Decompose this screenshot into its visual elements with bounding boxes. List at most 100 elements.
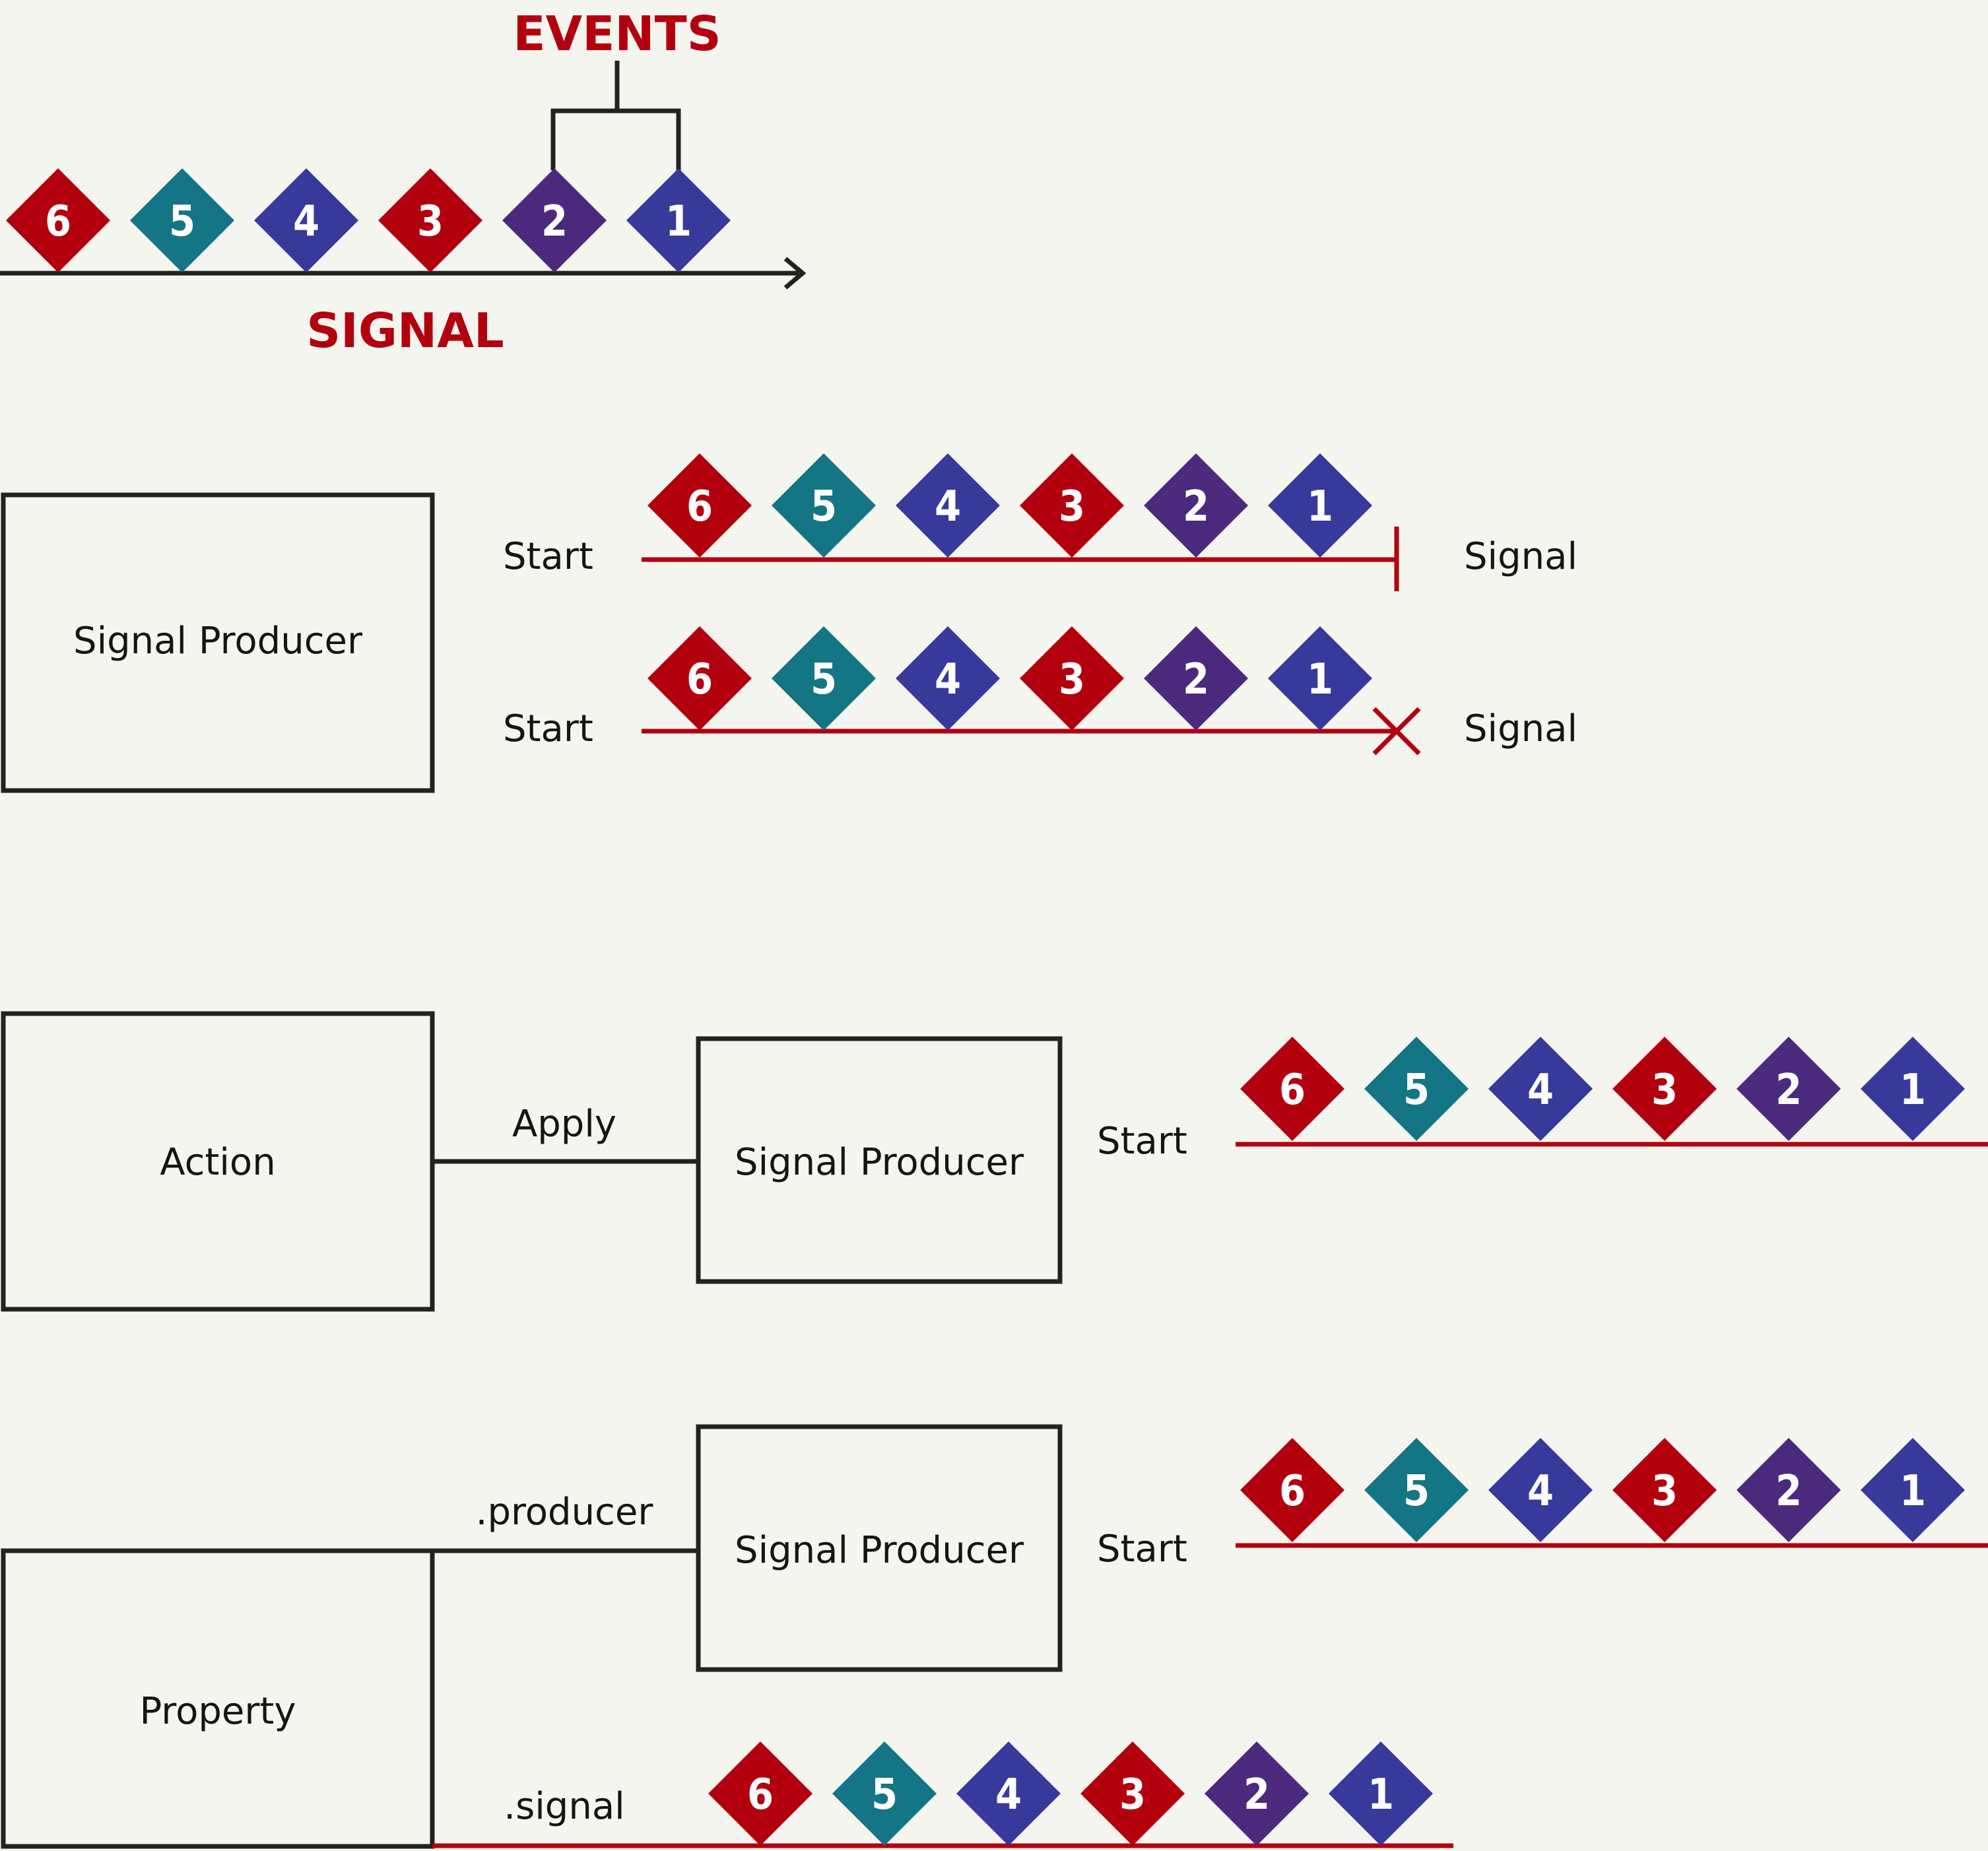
- property-box[interactable]: [1, 1548, 435, 1849]
- property-section: Property .producer Signal Producer Start…: [1, 1424, 1988, 1849]
- property-signal-producer-box[interactable]: [696, 1424, 1063, 1672]
- property-signal-events: 6 5 4 3 2 1: [708, 1741, 1433, 1846]
- event-diamond: [956, 1741, 1061, 1846]
- producer-connector-label: .producer: [476, 1491, 654, 1534]
- start-label-completed: Start: [503, 535, 593, 578]
- event-1: 1: [1329, 1741, 1433, 1846]
- event-5: 5: [1364, 1438, 1469, 1542]
- event-number: 3: [417, 197, 444, 246]
- property-producer-events: 6 5 4 3 2 1: [1240, 1438, 1965, 1542]
- event-number: 3: [1059, 655, 1085, 704]
- event-diamond: [1612, 1037, 1717, 1141]
- event-diamond: [1144, 453, 1248, 558]
- event-number: 1: [665, 197, 692, 246]
- event-number: 1: [1900, 1066, 1926, 1115]
- event-number: 6: [686, 655, 713, 704]
- event-5: 5: [130, 168, 234, 273]
- event-number: 2: [1243, 1770, 1270, 1819]
- event-diamond: [1737, 1438, 1841, 1542]
- event-number: 1: [1900, 1467, 1926, 1516]
- event-number: 6: [686, 482, 713, 531]
- event-diamond: [130, 168, 234, 273]
- action-start-label: Start: [1097, 1120, 1187, 1163]
- event-3: 3: [378, 168, 482, 273]
- event-diamond: [896, 626, 1000, 731]
- event-2: 2: [1144, 453, 1248, 558]
- event-diamond: [254, 168, 358, 273]
- action-box-label: Action: [160, 1141, 275, 1184]
- event-number: 2: [1775, 1066, 1802, 1115]
- event-number: 3: [1651, 1467, 1678, 1516]
- event-number: 2: [1183, 655, 1209, 704]
- event-diamond: [1488, 1438, 1593, 1542]
- event-number: 5: [1403, 1467, 1430, 1516]
- event-6: 6: [1240, 1037, 1344, 1141]
- event-number: 2: [1775, 1467, 1802, 1516]
- event-5: 5: [772, 453, 876, 558]
- event-5: 5: [772, 626, 876, 731]
- signal-label-completed: Signal: [1464, 535, 1577, 578]
- event-number: 4: [995, 1770, 1022, 1819]
- errored-signal-events: 6 5 4 3 2 1: [647, 626, 1372, 731]
- event-diamond: [1080, 1741, 1185, 1846]
- event-diamond: [1612, 1438, 1717, 1542]
- event-6: 6: [647, 453, 752, 558]
- event-diamond: [1240, 1438, 1344, 1542]
- event-number: 1: [1368, 1770, 1394, 1819]
- event-diamond: [626, 168, 731, 273]
- event-diamond: [502, 168, 607, 273]
- event-diamond: [896, 453, 1000, 558]
- event-number: 5: [871, 1770, 898, 1819]
- event-diamond: [1737, 1037, 1841, 1141]
- event-number: 1: [1307, 655, 1333, 704]
- event-4: 4: [254, 168, 358, 273]
- signal-producer-box[interactable]: [1, 492, 435, 793]
- error-marker: [1372, 707, 1421, 756]
- event-diamond: [708, 1741, 812, 1846]
- event-number: 4: [935, 655, 961, 704]
- action-signal-producer-label: Signal Producer: [735, 1141, 1024, 1184]
- event-diamond: [1020, 626, 1124, 731]
- event-number: 4: [1527, 1066, 1554, 1115]
- event-diamond: [1205, 1741, 1309, 1846]
- event-number: 3: [1651, 1066, 1678, 1115]
- event-3: 3: [1080, 1741, 1185, 1846]
- event-diamond: [1240, 1037, 1344, 1141]
- event-diamond: [832, 1741, 937, 1846]
- event-2: 2: [502, 168, 607, 273]
- event-1: 1: [1268, 453, 1372, 558]
- event-number: 4: [1527, 1467, 1554, 1516]
- event-6: 6: [1240, 1438, 1344, 1542]
- event-2: 2: [1737, 1037, 1841, 1141]
- event-number: 1: [1307, 482, 1333, 531]
- event-1: 1: [1861, 1438, 1965, 1542]
- event-number: 6: [45, 197, 71, 246]
- event-diamond: [1268, 453, 1372, 558]
- event-4: 4: [956, 1741, 1061, 1846]
- signal-label-errored: Signal: [1464, 707, 1577, 750]
- event-number: 5: [811, 482, 837, 531]
- event-6: 6: [708, 1741, 812, 1846]
- event-5: 5: [1364, 1037, 1469, 1141]
- event-number: 4: [935, 482, 961, 531]
- action-signal-producer-box[interactable]: [696, 1036, 1063, 1284]
- event-diamond: [1020, 453, 1124, 558]
- event-diamond: [1488, 1037, 1593, 1141]
- event-diamond: [1144, 626, 1248, 731]
- event-3: 3: [1020, 453, 1124, 558]
- start-label-errored: Start: [503, 707, 593, 750]
- event-diamond: [6, 168, 110, 273]
- legend-events: 6 5 4 3 2 1: [6, 168, 731, 273]
- event-number: 5: [811, 655, 837, 704]
- event-number: 6: [1279, 1066, 1306, 1115]
- event-diamond: [1861, 1438, 1965, 1542]
- event-4: 4: [1488, 1438, 1593, 1542]
- action-signal-events: 6 5 4 3 2 1: [1240, 1037, 1965, 1141]
- event-number: 5: [169, 197, 195, 246]
- event-1: 1: [1861, 1037, 1965, 1141]
